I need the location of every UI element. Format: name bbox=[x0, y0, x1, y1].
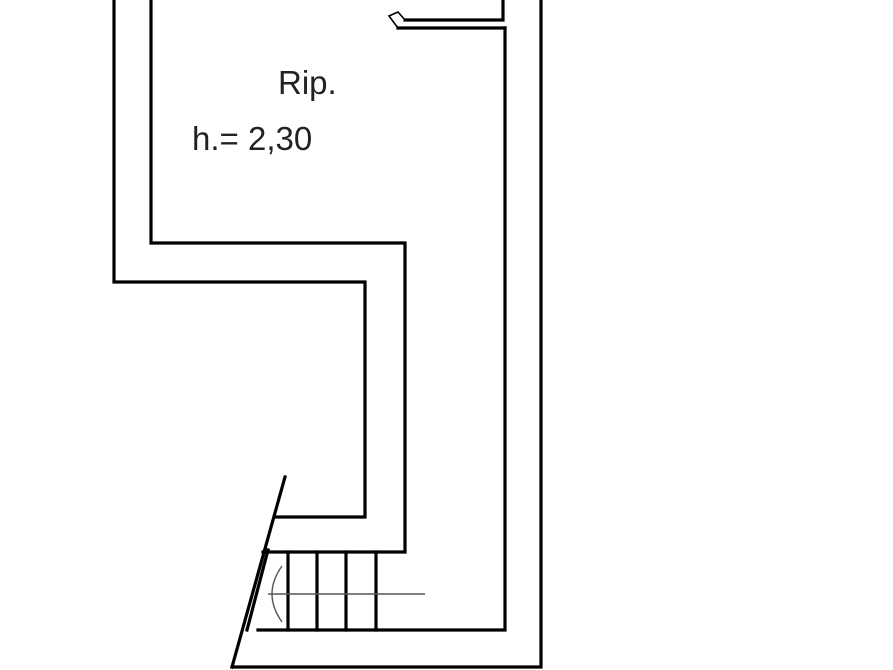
stair-diagonal-wall-inner bbox=[245, 548, 270, 632]
stair-treads bbox=[286, 550, 378, 632]
corridor-outer-wall bbox=[230, 0, 543, 669]
corridor-inner-wall bbox=[256, 26, 507, 632]
room-height-label: h.= 2,30 bbox=[192, 120, 312, 157]
stair-direction-arrowhead bbox=[271, 565, 283, 623]
inner-wall bbox=[149, 0, 407, 552]
door-jamb-symbol bbox=[387, 11, 406, 29]
outer-wall bbox=[112, 0, 367, 519]
room-name-label: Rip. bbox=[278, 64, 337, 101]
stair-diagonal-wall-outer bbox=[230, 475, 287, 669]
top-wall-stub bbox=[403, 0, 505, 22]
